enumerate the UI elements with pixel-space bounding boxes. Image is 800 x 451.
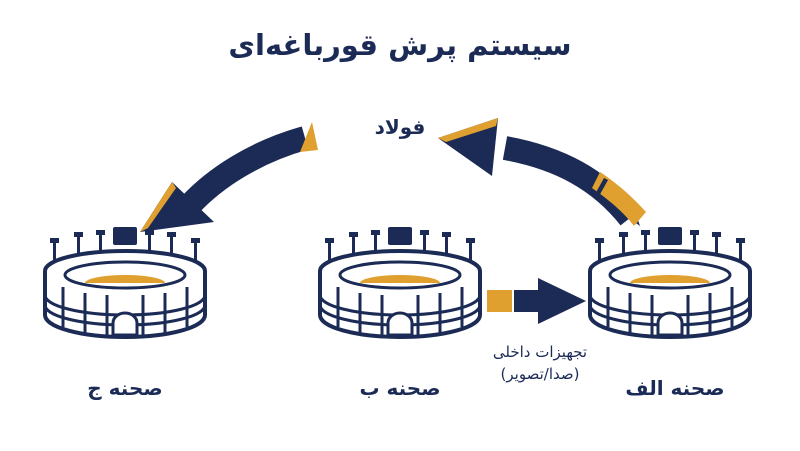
- stadium-icon: [318, 225, 482, 339]
- stadium-icon: [588, 225, 752, 339]
- diagram-title: سیستم پرش قورباغه‌ای: [228, 28, 572, 62]
- hub-label: فولاد: [374, 115, 426, 139]
- stadium-icon: [43, 225, 207, 339]
- stage-b-label: صحنه ب: [359, 376, 441, 400]
- right-arrow-icon: [487, 278, 586, 324]
- stage-c-label: صحنه ج: [87, 376, 163, 400]
- transfer-label-line2: (صدا/تصویر): [500, 365, 580, 383]
- curved-arrow-icon: [438, 118, 646, 226]
- transfer-label-line1: تجهیزات داخلی: [492, 343, 588, 361]
- curved-arrow-icon: [140, 122, 318, 232]
- stage-a-label: صحنه الف: [625, 376, 725, 400]
